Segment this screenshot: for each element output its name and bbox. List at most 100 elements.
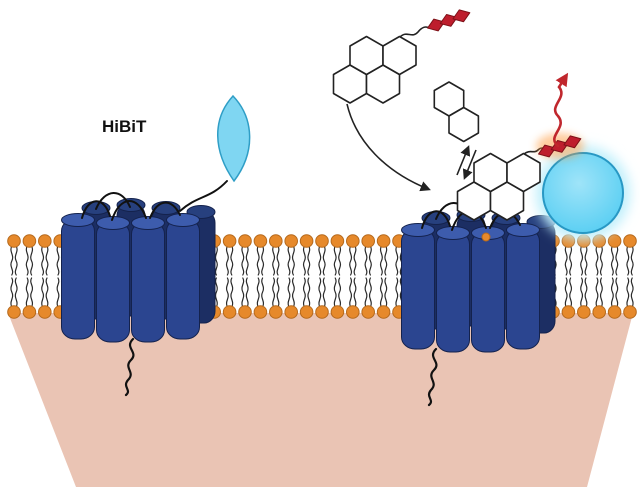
lipid-tail <box>384 277 388 308</box>
lipid-tail <box>30 245 34 276</box>
protein-helix-top <box>131 216 165 230</box>
lipid-tail <box>245 277 249 308</box>
lipid-head <box>299 234 314 248</box>
lipid-head <box>7 234 21 248</box>
lipid-tail <box>245 245 249 276</box>
lipid-tail <box>353 277 357 308</box>
lipid-head <box>269 305 283 319</box>
lipid-tail <box>291 277 295 308</box>
lipid-head <box>346 234 360 248</box>
lipid-head <box>284 234 299 248</box>
protein-helix <box>506 228 540 350</box>
lipid-tail <box>14 245 18 276</box>
extracellular-loop <box>81 200 111 219</box>
lipid-tail <box>379 245 383 276</box>
equilibrium-arrow-up <box>456 145 471 176</box>
tag-diamond <box>563 135 582 149</box>
lipid-tail <box>241 245 245 276</box>
lipid-tail <box>379 277 383 308</box>
lipid-head <box>592 305 607 319</box>
lipid-tail <box>610 245 614 276</box>
lipid-tail <box>276 277 280 308</box>
lipid-tail <box>272 277 276 308</box>
lipid-tail <box>291 245 295 276</box>
hibit-label: HiBiT <box>102 117 147 136</box>
lipid-tail <box>626 277 630 308</box>
lipid-tail <box>318 245 322 276</box>
lipid-tail <box>580 277 584 308</box>
lipid-head <box>607 234 622 248</box>
lgbit-luciferase <box>536 146 630 240</box>
lipid-head <box>269 234 283 248</box>
lipid-tail <box>276 245 280 276</box>
lipid-tail <box>630 245 634 276</box>
lipid-tail <box>338 245 342 276</box>
lipid-tail <box>225 277 229 308</box>
hibit-tag: HiBiT <box>102 94 251 212</box>
lipid-tail <box>333 245 337 276</box>
lipid-tail <box>30 277 34 308</box>
lipid-head <box>299 305 314 319</box>
lipid-tail <box>318 277 322 308</box>
luminescence-arrow <box>553 72 569 148</box>
lipid-tail <box>10 245 14 276</box>
lipid-head <box>330 305 345 319</box>
lipid-tail <box>322 277 326 308</box>
lipid-tail <box>287 245 291 276</box>
lipid-tail <box>338 277 342 308</box>
lipid-tail <box>384 245 388 276</box>
lipid-head <box>38 305 52 319</box>
lipid-tail <box>395 277 399 308</box>
bound-ligand <box>456 133 584 221</box>
lipid-tail <box>580 245 584 276</box>
lipid-tail <box>10 277 14 308</box>
lipid-tail <box>584 245 588 276</box>
lipid-tail <box>230 277 234 308</box>
protein-helix-top <box>506 223 540 237</box>
lipid-tail <box>14 277 18 308</box>
lipid-head <box>346 305 360 319</box>
lipid-head <box>222 305 237 319</box>
lipid-tail <box>626 245 630 276</box>
protein-helix-top <box>401 223 435 237</box>
protein-helix <box>166 218 200 340</box>
lipid-head <box>253 234 268 248</box>
lipid-tail <box>45 245 49 276</box>
lipid-tail <box>615 277 619 308</box>
lipid-head <box>361 234 376 248</box>
protein-helix <box>471 231 505 353</box>
lipid-tail <box>56 245 60 276</box>
membrane-protein-left <box>61 192 216 397</box>
lipid-tail <box>41 245 45 276</box>
lipid-head <box>361 305 376 319</box>
lipid-head <box>315 305 329 319</box>
lipid-tail <box>307 245 311 276</box>
protein-helix <box>436 231 470 353</box>
protein-helix <box>61 218 95 340</box>
lipid-head <box>376 234 391 248</box>
lipid-tail <box>287 277 291 308</box>
tag-diamond <box>452 9 471 23</box>
equilibrium-arrows <box>456 145 477 180</box>
lipid-head <box>253 305 268 319</box>
lipid-tail <box>564 277 568 308</box>
lipid-tail <box>368 277 372 308</box>
hibit-tag-shape <box>217 94 251 183</box>
lipid-head <box>577 305 591 319</box>
lipid-head <box>238 305 252 319</box>
lipid-head <box>561 305 576 319</box>
lipid-head <box>315 234 329 248</box>
protein-helix <box>401 228 435 350</box>
lipid-tail <box>353 245 357 276</box>
protein-helix-top <box>166 213 200 227</box>
lipid-tail <box>241 277 245 308</box>
lipid-tail <box>349 277 353 308</box>
lipid-tail <box>302 277 306 308</box>
lipid-tail <box>333 277 337 308</box>
lipid-tail <box>395 245 399 276</box>
lipid-tail <box>364 277 368 308</box>
lipid-tail <box>25 277 29 308</box>
lipid-head <box>7 305 21 319</box>
